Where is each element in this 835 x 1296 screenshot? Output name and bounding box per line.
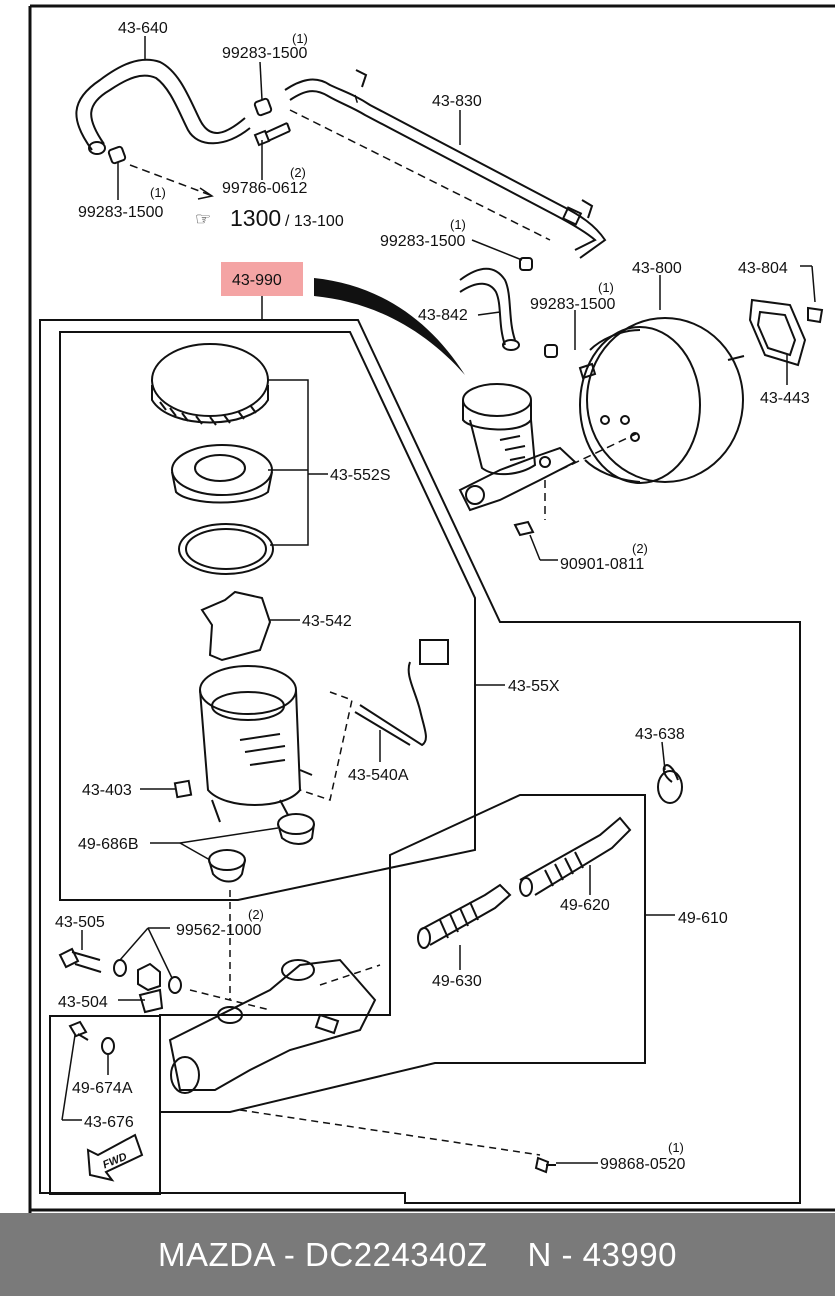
- qty-99868: (1): [668, 1140, 684, 1155]
- hose-43640: [75, 58, 251, 165]
- label-43-640: 43-640: [118, 20, 168, 37]
- footer-reference: N - 43990: [527, 1235, 677, 1273]
- footer-bar: MAZDA - DC224340Z N - 43990: [0, 1213, 835, 1296]
- label-43-540a: 43-540A: [348, 767, 409, 784]
- label-43-990: 43-990: [232, 272, 282, 289]
- label-99283-mid: 99283-1500: [380, 233, 466, 250]
- reservoir-body: [173, 665, 313, 823]
- label-43-55x: 43-55X: [508, 678, 560, 695]
- gasket-43443: [748, 298, 824, 367]
- baffle-43542: [200, 590, 272, 662]
- label-90901: 90901-0811: [560, 556, 644, 573]
- label-43-403: 43-403: [82, 782, 132, 799]
- piston-49620: [519, 816, 632, 897]
- screw-99868: [534, 1156, 556, 1174]
- label-43-542: 43-542: [302, 613, 352, 630]
- nut-90901: [513, 520, 535, 537]
- qty-99283-top: (1): [292, 31, 308, 46]
- ref-13-100: / 13-100: [285, 213, 344, 230]
- label-43-830: 43-830: [432, 93, 482, 110]
- highlight-43990: [221, 262, 303, 296]
- label-43-504: 43-504: [58, 994, 108, 1011]
- qty-99562: (2): [248, 907, 264, 922]
- label-43-638: 43-638: [635, 726, 685, 743]
- reservoir-cap: [151, 343, 269, 426]
- qty-99283-right: (1): [598, 280, 614, 295]
- clamp-top: [253, 97, 273, 117]
- dashed-leaders-top: [129, 94, 551, 241]
- kit-outline: [39, 319, 801, 1204]
- bolt-99786: [253, 122, 291, 147]
- hand-pointer-icon: ☞: [195, 209, 211, 229]
- dashed-leaders-kit: [189, 890, 541, 1156]
- label-43-676: 43-676: [84, 1114, 134, 1131]
- fwd-arrow-icon: [86, 1133, 144, 1182]
- label-43-804: 43-804: [738, 260, 788, 277]
- label-99283-top: 99283-1500: [222, 45, 308, 62]
- master-cylinder-body: [168, 958, 377, 1094]
- pointer-arrow: [314, 278, 465, 375]
- label-43-505: 43-505: [55, 914, 105, 931]
- label-99283-left: 99283-1500: [78, 204, 164, 221]
- small-parts-left: [58, 947, 182, 1014]
- qty-99786: (2): [290, 165, 306, 180]
- label-43-842: 43-842: [418, 307, 468, 324]
- hose-43842: [459, 257, 558, 358]
- label-99868: 99868-0520: [600, 1156, 686, 1173]
- reservoir-kit-outline: [59, 331, 476, 901]
- bracket-43552s: [268, 379, 309, 546]
- label-43-800: 43-800: [632, 260, 682, 277]
- label-43-443: 43-443: [760, 390, 810, 407]
- label-49-620: 49-620: [560, 897, 610, 914]
- label-99786: 99786-0612: [222, 180, 308, 197]
- bleeder-parts: [68, 1020, 115, 1055]
- dashed-leaders-mid: [544, 431, 641, 520]
- label-49-630: 49-630: [432, 973, 482, 990]
- piston-49630: [417, 883, 512, 949]
- label-49-686b: 49-686B: [78, 836, 139, 853]
- label-leaders: [61, 36, 816, 1164]
- grommets-49686b: [208, 813, 315, 883]
- dashed-box-sensor: [299, 691, 353, 801]
- label-43-552s: 43-552S: [330, 467, 391, 484]
- bleeder-kit-outline: [49, 1015, 161, 1195]
- label-99562: 99562-1000: [176, 922, 262, 939]
- ref-1300: 1300: [230, 205, 281, 231]
- label-49-674a: 49-674A: [72, 1080, 133, 1097]
- brake-booster-43800: [578, 317, 745, 484]
- snap-ring-43638: [657, 764, 683, 804]
- footer-brand-part: MAZDA - DC224340Z: [158, 1235, 488, 1273]
- master-cylinder-assembly: [458, 383, 577, 512]
- strainer-43552s: [171, 444, 274, 575]
- qty-90901: (2): [632, 541, 648, 556]
- level-sensor-43540a: [354, 639, 449, 747]
- qty-99283-left: (1): [150, 185, 166, 200]
- parts-diagram: 43-640 (1) 99283-1500 43-830 (2) 99786-0…: [28, 4, 835, 1213]
- label-99283-right: 99283-1500: [530, 296, 616, 313]
- label-49-610: 49-610: [678, 910, 728, 927]
- piston-kit-outline: [159, 794, 646, 1113]
- qty-99283-mid: (1): [450, 217, 466, 232]
